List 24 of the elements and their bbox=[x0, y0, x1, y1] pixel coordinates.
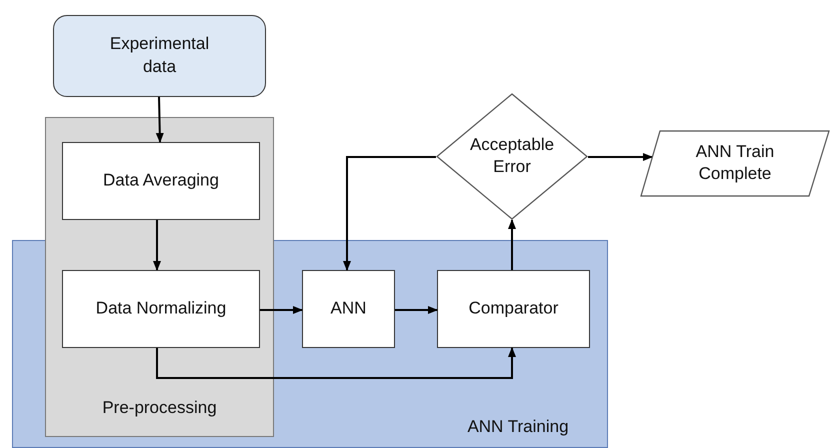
node-label: ANN Training bbox=[466, 416, 570, 438]
arrow bbox=[508, 219, 516, 270]
arrow bbox=[343, 156, 436, 271]
data-source-box bbox=[53, 15, 266, 97]
node-label: Data Averaging bbox=[102, 170, 220, 192]
process-box bbox=[62, 142, 260, 220]
arrow bbox=[395, 306, 438, 314]
arrow bbox=[156, 96, 164, 143]
node-label: ANN Train Complete bbox=[694, 140, 776, 186]
node-label: Pre-processing bbox=[101, 397, 218, 420]
node-label: Data Normalizing bbox=[94, 298, 228, 320]
node-label: ANN bbox=[330, 298, 368, 320]
node-label: Comparator bbox=[468, 298, 560, 320]
arrow bbox=[588, 153, 653, 161]
node-label: Acceptable Error bbox=[468, 134, 556, 178]
node-label: Experimental data bbox=[108, 33, 210, 78]
arrow bbox=[156, 347, 516, 379]
arrow bbox=[153, 220, 161, 271]
output-parallelogram bbox=[640, 130, 830, 197]
process-box bbox=[302, 270, 395, 348]
process-box bbox=[437, 270, 590, 348]
decision-diamond bbox=[436, 93, 588, 220]
process-box bbox=[62, 270, 260, 348]
arrow bbox=[260, 306, 303, 314]
